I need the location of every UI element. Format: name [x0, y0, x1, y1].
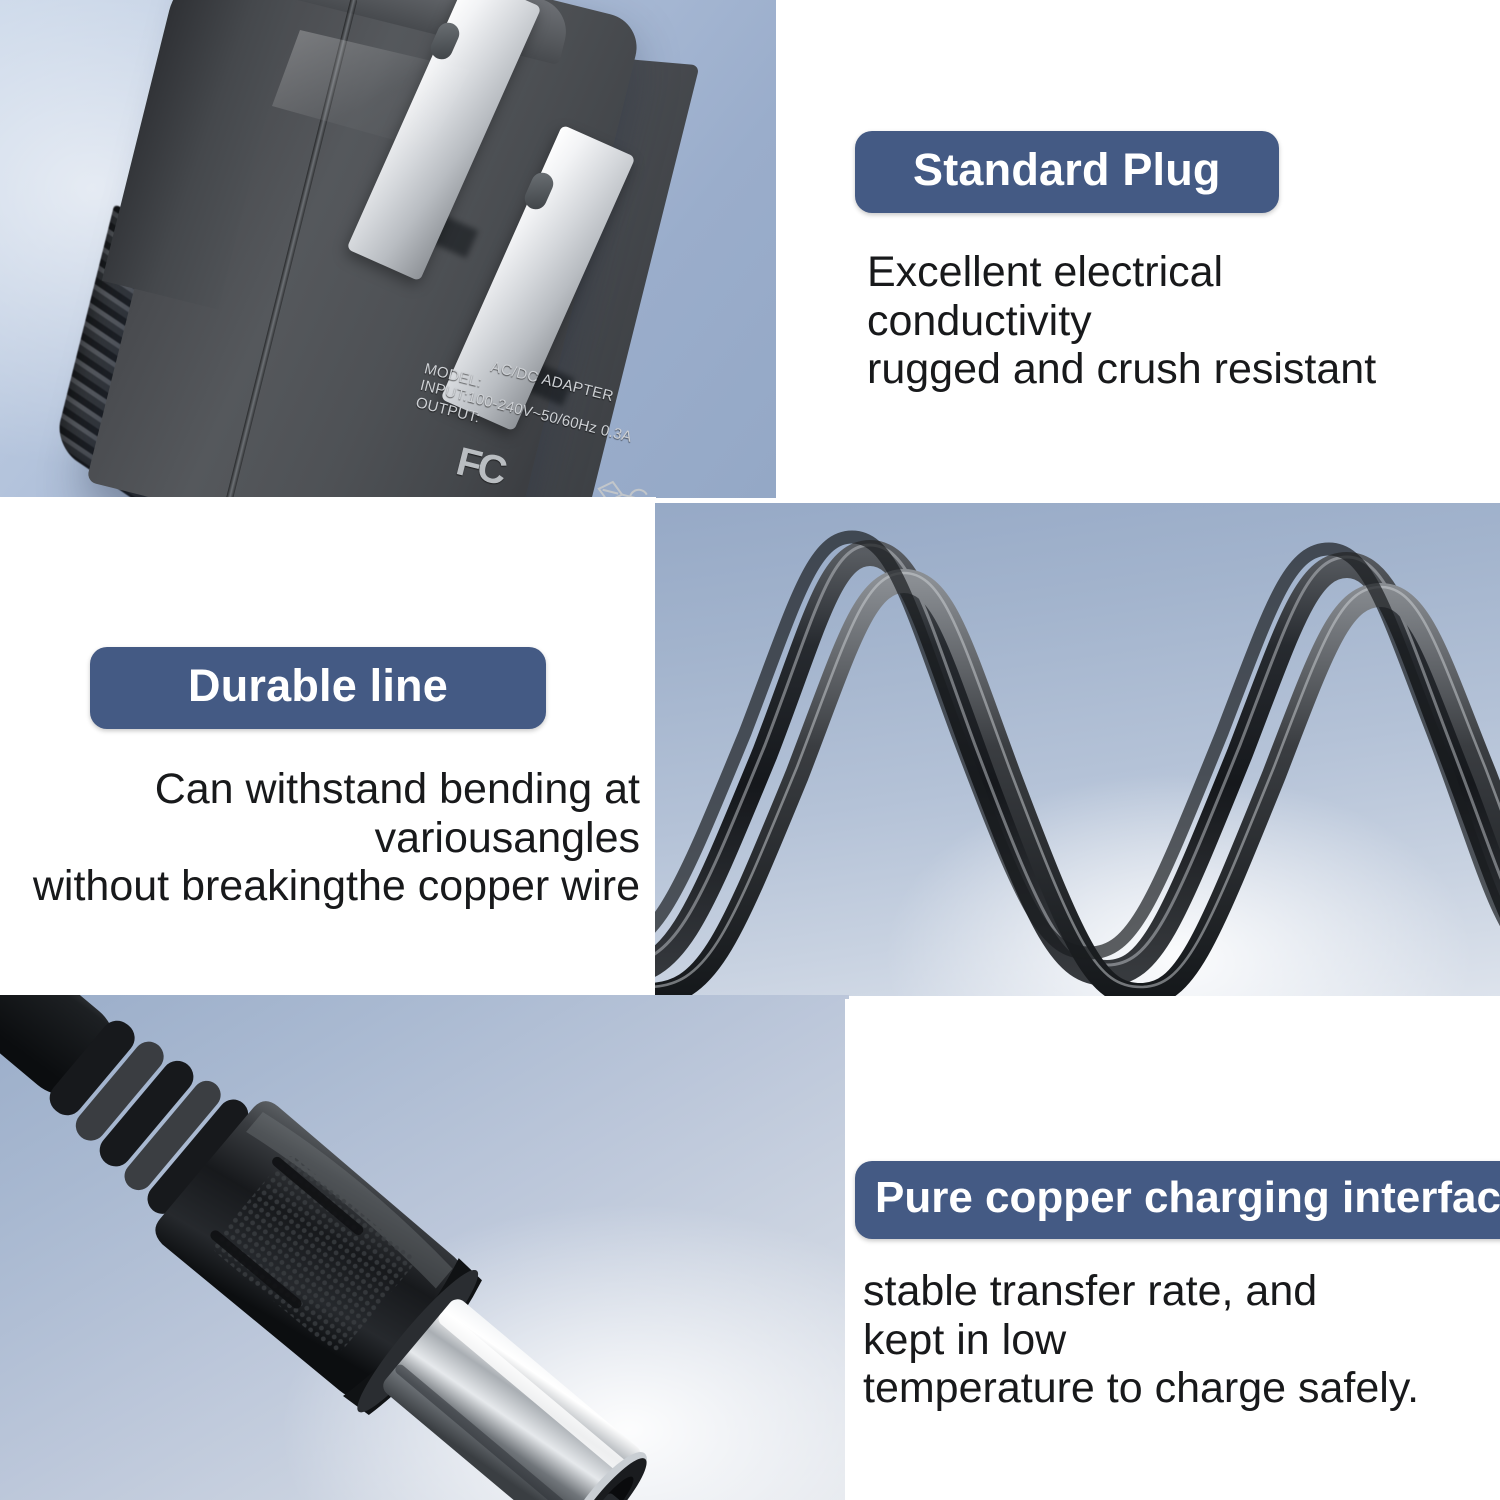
description-line: Excellent electrical [867, 248, 1224, 296]
dc-barrel-connector-illustration [0, 995, 647, 1500]
description-line: Can withstand bending at [154, 765, 640, 813]
description-line: kept in low [863, 1315, 1067, 1364]
description-standard-plug: Excellent electrical conductivity rugged… [867, 248, 1487, 394]
connector-photo-panel [0, 995, 849, 1500]
description-pure-copper: stable transfer rate, and kept in low te… [863, 1267, 1493, 1413]
badge-standard-plug: Standard Plug [855, 131, 1279, 213]
feature-panel-standard-plug: Standard Plug Excellent electrical condu… [845, 0, 1500, 494]
description-line: without breakingthe copper wire [32, 862, 640, 911]
description-line: variousangles [374, 813, 640, 862]
gutter-vertical-top [776, 0, 845, 498]
description-line: temperature to charge safely. [863, 1364, 1420, 1413]
cable-photo-panel [655, 503, 1500, 996]
badge-durable-line: Durable line [90, 647, 546, 729]
feature-panel-durable-line: Durable line Can withstand bending at va… [0, 497, 656, 996]
description-line: rugged and crush resistant [867, 345, 1377, 394]
description-line: conductivity [867, 296, 1092, 345]
description-durable-line: Can withstand bending at variousangles w… [0, 765, 640, 911]
feature-panel-pure-copper: Pure copper charging interface stable tr… [845, 999, 1500, 1500]
zigzag-cable-illustration [655, 530, 1500, 996]
plug-photo-panel: AC/DC ADAPTER MODEL: INPUT:100-240V~50/6… [0, 0, 776, 498]
badge-pure-copper: Pure copper charging interface [855, 1161, 1500, 1239]
description-line: stable transfer rate, and [863, 1267, 1318, 1315]
